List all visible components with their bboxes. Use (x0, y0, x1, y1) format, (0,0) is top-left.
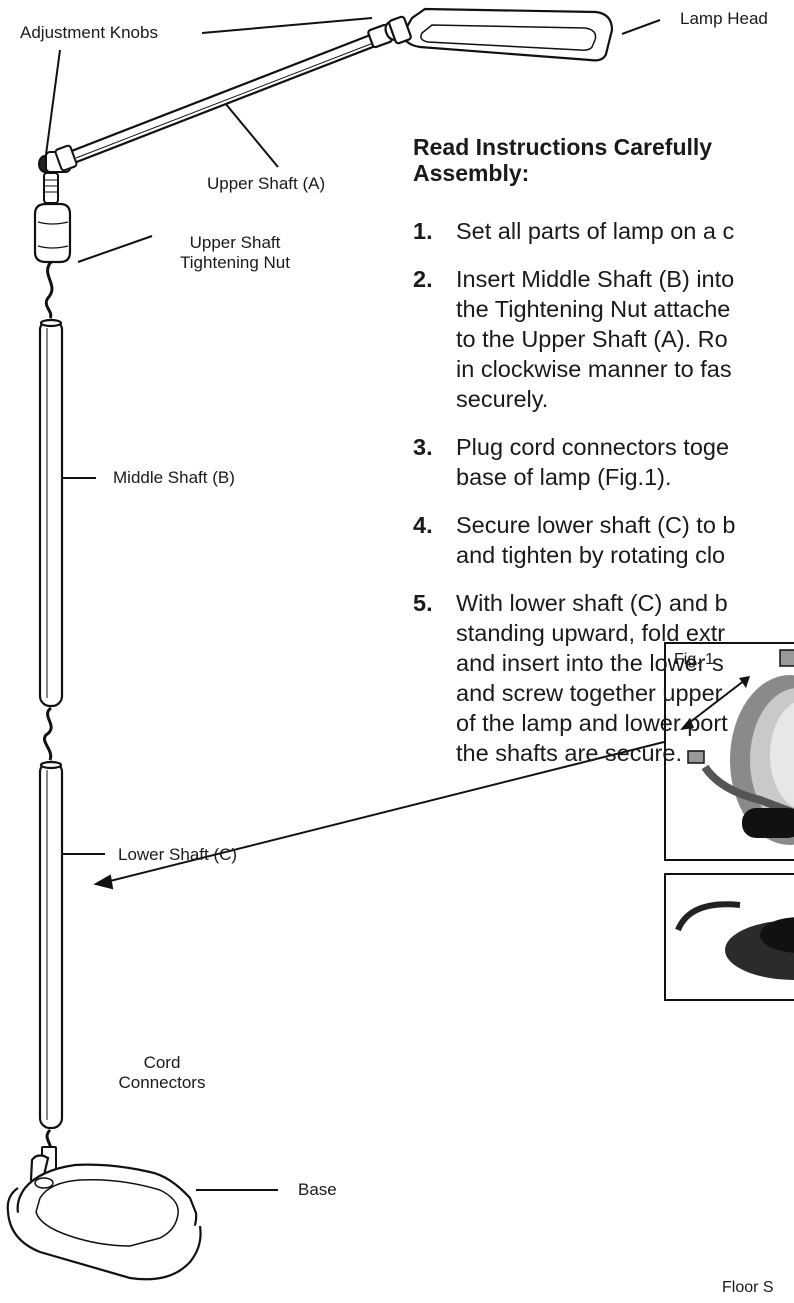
upper-shaft-label: Upper Shaft (A) (207, 174, 326, 193)
tightening-nut-label: Upper Shaft Tightening Nut (160, 233, 310, 273)
lamp-base (6, 1154, 202, 1281)
floor-switch-caption: Floor S (722, 1279, 774, 1296)
adjustment-knobs-label: Adjustment Knobs (20, 23, 158, 42)
upper-shaft (67, 30, 385, 165)
middle-shaft (38, 318, 64, 708)
step-text: Secure lower shaft (C) to b (456, 512, 736, 538)
arrowhead (93, 874, 114, 890)
instructions-heading-line2: Assembly: (413, 160, 530, 186)
instruction-step-2: 2. Insert Middle Shaft (B) into the Tigh… (413, 264, 794, 414)
step-number: 3. (413, 434, 433, 460)
lower-adjustment-knob (38, 144, 78, 204)
lower-shaft-label: Lower Shaft (C) (118, 845, 238, 864)
cord-connectors-label-line2: Connectors (118, 1073, 206, 1092)
instructions-heading: Read Instructions Carefully Assembly: (413, 134, 712, 186)
step-number: 5. (413, 590, 433, 616)
step-text: With lower shaft (C) and b (456, 590, 728, 616)
step-text: Insert Middle Shaft (B) into (456, 266, 735, 292)
step-text: the shafts are secure. (456, 740, 682, 766)
base-label: Base (298, 1180, 337, 1199)
instruction-step-4: 4. Secure lower shaft (C) to b and tight… (413, 510, 794, 570)
tightening-nut-label-line2: Tightening Nut (180, 253, 290, 272)
leader-upper-shaft (224, 102, 279, 168)
tightening-nut-label-line1: Upper Shaft (189, 233, 281, 252)
floor-switch-photo (664, 873, 794, 1001)
step-text: and screw together upper (456, 680, 723, 706)
step-number: 2. (413, 266, 433, 292)
leader-lamp-head (621, 19, 661, 35)
step-text: and tighten by rotating clo (456, 542, 726, 568)
leader-adjustment-knobs-left (44, 49, 61, 163)
step-text: Plug cord connectors toge (456, 434, 730, 460)
cord-connectors-label-line1: Cord (143, 1053, 181, 1072)
step-text: the Tightening Nut attache (456, 296, 731, 322)
step-text: and insert into the lower s (456, 650, 724, 676)
upper-shaft-tightening-nut (33, 202, 72, 264)
leader-tightening-nut (77, 235, 153, 263)
cord-connectors-label: Cord Connectors (112, 1053, 212, 1093)
top-adjustment-knob (367, 15, 412, 49)
instructions-heading-line1: Read Instructions Carefully (413, 134, 713, 160)
arrow-fig1-to-connectors (105, 741, 665, 883)
step-text: standing upward, fold extr (456, 620, 726, 646)
step-text: base of lamp (Fig.1). (456, 464, 672, 490)
step-number: 1. (413, 218, 433, 244)
step-text: to the Upper Shaft (A). Ro (456, 326, 728, 352)
instruction-step-3: 3. Plug cord connectors toge base of lam… (413, 432, 794, 492)
step-text: Set all parts of lamp on a c (456, 218, 735, 244)
instruction-steps: 1. Set all parts of lamp on a c 2. Inser… (413, 216, 794, 786)
instruction-step-1: 1. Set all parts of lamp on a c (413, 216, 794, 246)
leader-adjustment-knobs-top (201, 17, 373, 34)
lamp-head (367, 7, 614, 62)
step-number: 4. (413, 512, 433, 538)
step-text: securely. (456, 386, 549, 412)
step-text: in clockwise manner to fas (456, 356, 732, 382)
middle-shaft-label: Middle Shaft (B) (113, 468, 235, 487)
lower-shaft (38, 760, 64, 1130)
lamp-head-label: Lamp Head (680, 9, 768, 28)
fig1-label: Fig. 1 (674, 651, 715, 668)
step-text: of the lamp and lower port (456, 710, 728, 736)
fig1-photo (664, 642, 794, 861)
instruction-step-5: 5. With lower shaft (C) and b standing u… (413, 588, 794, 768)
